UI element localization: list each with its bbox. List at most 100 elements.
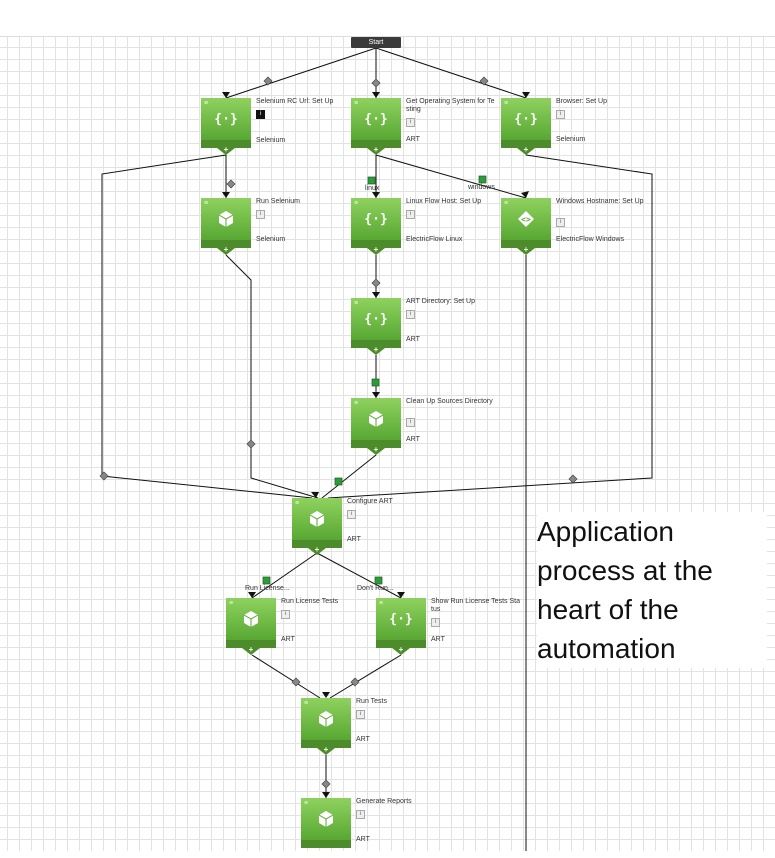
- step-subtitle: Selenium: [256, 137, 286, 144]
- step-subtitle: ART: [406, 336, 420, 343]
- step-subtitle: ART: [281, 636, 295, 643]
- node-menu-icon[interactable]: ≡: [354, 300, 359, 307]
- curly-braces-icon: {·}: [214, 112, 237, 127]
- step-title: Browser: Set Up: [556, 98, 607, 105]
- svg-text:<>: <>: [521, 215, 531, 224]
- curly-braces-icon: {·}: [514, 112, 537, 127]
- step-title: Get Operating System for Testing: [406, 98, 495, 113]
- start-node[interactable]: Start: [351, 37, 401, 48]
- node-menu-icon[interactable]: ≡: [304, 800, 309, 807]
- step-browser[interactable]: ≡ {·} + Browser: Set Up i Selenium: [501, 98, 607, 158]
- svg-text:{·}: {·}: [514, 112, 537, 127]
- svg-text:{·}: {·}: [364, 212, 387, 227]
- step-art-directory[interactable]: ≡ {·} + ART Directory: Set Up i ART: [351, 298, 475, 358]
- add-step-icon[interactable]: +: [373, 245, 379, 254]
- step-title: Show Run License Tests Status: [431, 598, 520, 613]
- step-subtitle: ART: [356, 736, 370, 743]
- info-icon[interactable]: i: [256, 210, 265, 219]
- node-menu-icon[interactable]: ≡: [204, 100, 209, 107]
- info-icon[interactable]: i: [431, 618, 440, 627]
- edge-configure-showstatus: [316, 552, 402, 599]
- node-menu-icon[interactable]: ≡: [504, 200, 509, 207]
- cube-icon: [368, 411, 384, 427]
- node-menu-icon[interactable]: ≡: [229, 600, 234, 607]
- edge-showstatus-runtests: [329, 654, 402, 699]
- step-title: Run Tests: [356, 698, 387, 705]
- add-step-icon[interactable]: +: [323, 745, 329, 754]
- step-title: Run Selenium: [256, 198, 300, 205]
- curly-braces-icon: {·}: [364, 112, 387, 127]
- step-subtitle: ElectricFlow Linux: [406, 236, 463, 243]
- edge-label-run-license: Run License...: [245, 585, 290, 592]
- step-subtitle: Selenium: [556, 136, 586, 143]
- step-show-license-status[interactable]: ≡ {·} + Show Run License Tests Status i …: [376, 598, 520, 658]
- info-icon[interactable]: i: [281, 610, 290, 619]
- info-icon[interactable]: i: [347, 510, 356, 519]
- node-menu-icon[interactable]: ≡: [354, 100, 359, 107]
- node-menu-icon[interactable]: ≡: [354, 400, 359, 407]
- step-selenium-rc-url[interactable]: ≡ {·} + Selenium RC Url: Set Up i Seleni…: [201, 98, 333, 158]
- edge-label-linux: linux: [365, 185, 380, 192]
- step-get-os[interactable]: ≡ {·} + Get Operating System for Testing…: [351, 98, 495, 158]
- node-menu-icon[interactable]: ≡: [379, 600, 384, 607]
- step-windows-hostname[interactable]: ≡ <> + Windows Hostname: Set Up i Electr…: [501, 198, 644, 258]
- step-linux-flow-host[interactable]: ≡ {·} + Linux Flow Host: Set Up i Electr…: [351, 198, 481, 258]
- add-step-icon[interactable]: +: [373, 445, 379, 454]
- edge-runselenium-configure: [225, 254, 319, 499]
- edge-cleanup-configure: [321, 454, 377, 499]
- add-step-icon[interactable]: +: [373, 145, 379, 154]
- edge-label-windows: windows: [468, 184, 495, 191]
- info-icon[interactable]: i: [256, 110, 265, 119]
- cube-icon: [218, 211, 234, 227]
- step-run-selenium[interactable]: ≡ + Run Selenium i Selenium: [201, 198, 300, 258]
- step-title: Selenium RC Url: Set Up: [256, 98, 334, 105]
- info-icon[interactable]: i: [556, 218, 565, 227]
- step-run-tests[interactable]: ≡ + Run Tests i ART: [301, 698, 387, 758]
- step-subtitle: Selenium: [256, 236, 286, 243]
- edge-label-dont-run: Don't Run...: [357, 585, 394, 592]
- top-bar: [0, 0, 775, 37]
- edge-configure-runlicense: [251, 552, 318, 599]
- cube-icon: [309, 511, 325, 527]
- add-step-icon[interactable]: +: [223, 245, 229, 254]
- step-subtitle: ART: [406, 136, 420, 143]
- step-configure-art[interactable]: ≡ + Configure ART i ART: [292, 498, 393, 558]
- node-menu-icon[interactable]: ≡: [504, 100, 509, 107]
- info-icon[interactable]: i: [556, 110, 565, 119]
- add-step-icon[interactable]: +: [523, 245, 529, 254]
- add-step-icon[interactable]: +: [248, 645, 254, 654]
- node-menu-icon[interactable]: ≡: [295, 500, 300, 507]
- step-subtitle: ART: [406, 436, 420, 443]
- node-menu-icon[interactable]: ≡: [354, 200, 359, 207]
- info-icon[interactable]: i: [356, 810, 365, 819]
- svg-text:{·}: {·}: [364, 312, 387, 327]
- step-clean-up-sources[interactable]: ≡ + Clean Up Sources Directory i ART: [351, 398, 493, 458]
- info-icon[interactable]: i: [406, 118, 415, 127]
- info-icon[interactable]: i: [406, 310, 415, 319]
- step-title: ART Directory: Set Up: [406, 298, 475, 305]
- step-subtitle: ART: [347, 536, 361, 543]
- add-step-icon[interactable]: +: [314, 545, 320, 554]
- node-menu-icon[interactable]: ≡: [204, 200, 209, 207]
- step-title: Clean Up Sources Directory: [406, 398, 493, 405]
- edge-start-browser: [375, 47, 527, 99]
- step-generate-reports[interactable]: ≡ Generate Reports i ART: [301, 798, 412, 858]
- node-menu-icon[interactable]: ≡: [304, 700, 309, 707]
- step-title: Linux Flow Host: Set Up: [406, 198, 482, 205]
- code-diamond-icon: <>: [518, 211, 534, 227]
- info-icon[interactable]: i: [356, 710, 365, 719]
- edge-getos-windows: [375, 154, 527, 199]
- add-step-icon[interactable]: +: [398, 645, 404, 654]
- step-subtitle: ART: [356, 836, 370, 843]
- step-run-license-tests[interactable]: ≡ + Run License Tests i ART: [226, 598, 338, 658]
- svg-text:{·}: {·}: [364, 112, 387, 127]
- info-icon[interactable]: i: [406, 210, 415, 219]
- add-step-icon[interactable]: +: [223, 145, 229, 154]
- cube-icon: [318, 811, 334, 827]
- info-icon[interactable]: i: [406, 418, 415, 427]
- add-step-icon[interactable]: +: [373, 345, 379, 354]
- svg-text:{·}: {·}: [389, 612, 412, 627]
- step-title: Windows Hostname: Set Up: [556, 198, 644, 205]
- add-step-icon[interactable]: +: [523, 145, 529, 154]
